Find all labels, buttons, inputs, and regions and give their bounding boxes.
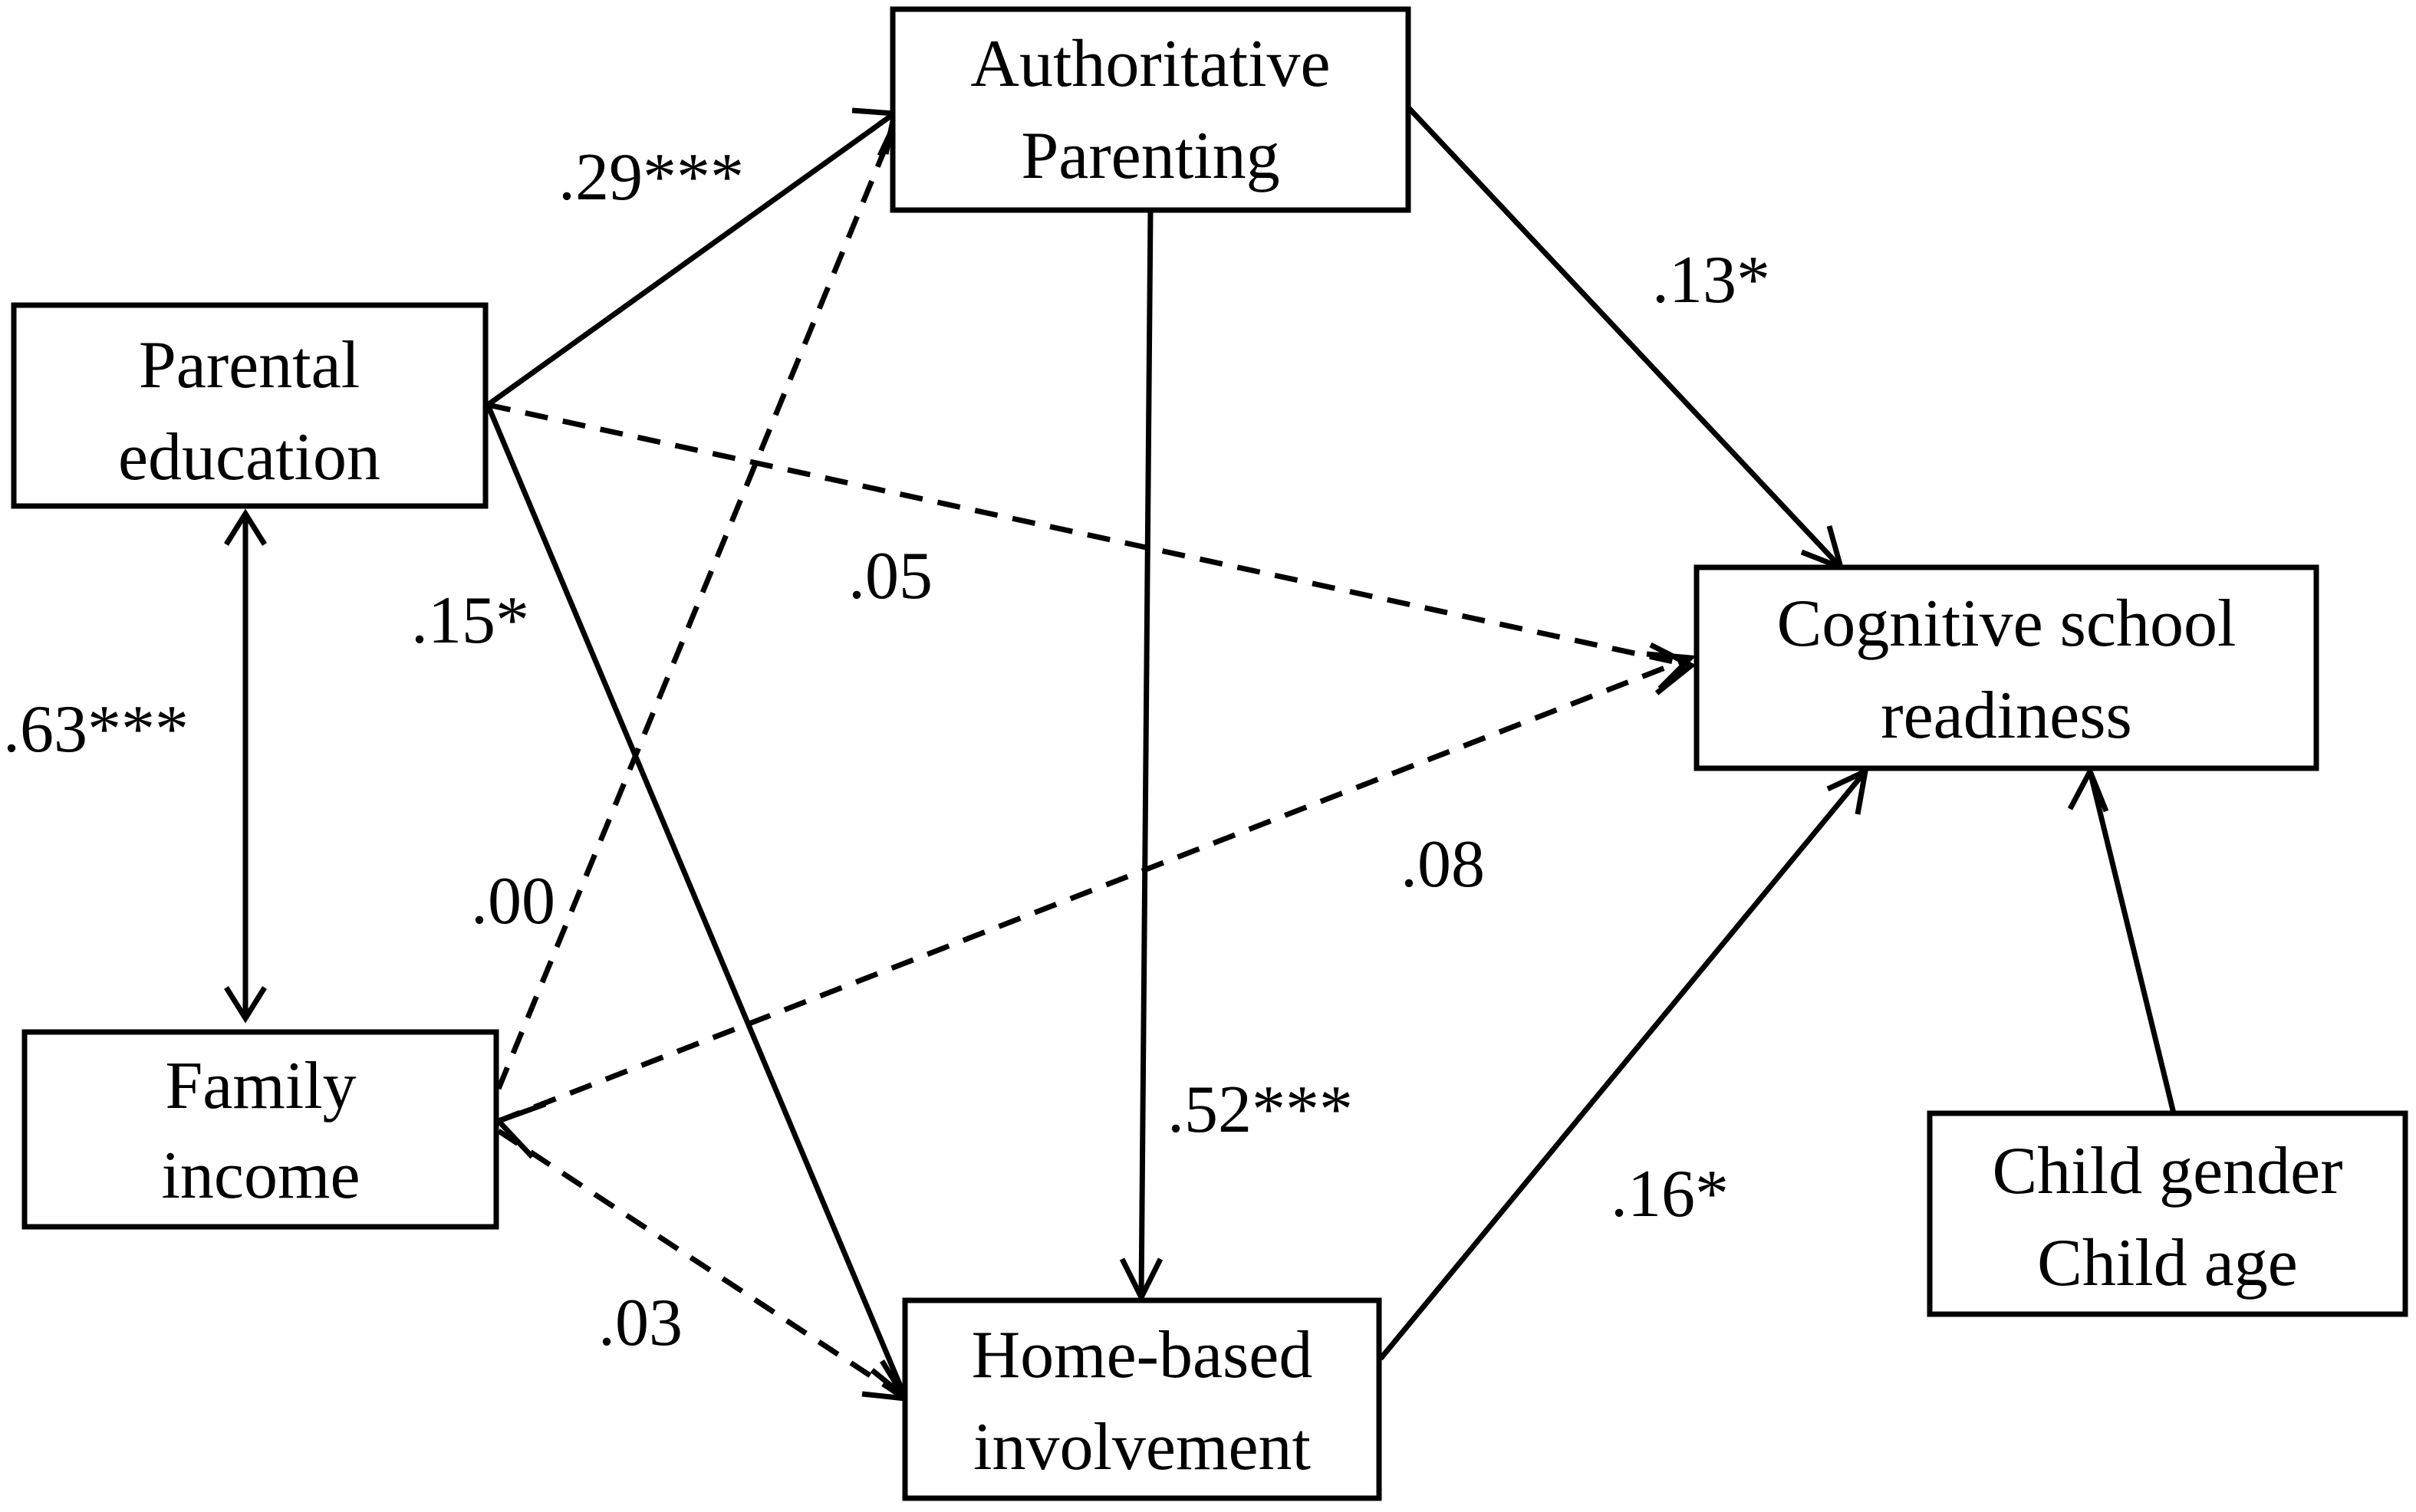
node-box [1927,1110,2408,1317]
node-label-line2: readiness [1881,679,2131,753]
node-label-line1: Family [165,1049,356,1123]
node-label-line1: Authoritative [970,27,1330,101]
node-label-line2: education [118,420,380,495]
node-label-line2: income [161,1139,360,1213]
node-family-income: Family income [21,1029,499,1230]
coef-ap-csr: .13* [1652,243,1770,317]
node-label-line1: Cognitive school [1777,587,2237,661]
arrowhead-csr-from-pe [1649,642,1697,695]
edge-fi-csr [497,655,1692,1124]
node-box [890,6,1411,213]
arrowhead-pe-from-fi [224,508,267,546]
coef-pe-csr: .05 [848,539,933,613]
node-authoritative-parenting: Authoritative Parenting [890,6,1411,213]
edge-cov-csr [2087,771,2177,1114]
coef-fi-hbi: .03 [598,1286,683,1360]
node-label-line2: Parenting [1021,119,1279,193]
node-label-line1: Parental [139,328,360,403]
coef-hbi-csr: .16* [1611,1157,1729,1231]
node-box [21,1029,499,1230]
edge-pe-hbi [485,403,908,1399]
node-box [11,302,489,509]
edge-fi-hbi [497,1129,907,1401]
edge-ap-csr [1406,105,1843,570]
coef-fi-csr: .08 [1401,827,1485,902]
arrowhead-csr-from-hbi [1826,766,1869,815]
arrowhead-csr-from-fi [1646,651,1697,691]
edge-pe-ap [486,111,897,407]
arrowhead-hbi-from-ap [1119,1257,1164,1303]
coef-pe-ap: .29*** [558,140,744,215]
edge-hbi-csr [1378,769,1868,1361]
coefficients: .29*** .05 .15* .63*** .00 .08 .03 .52**… [3,140,1770,1360]
coef-pe-fi: .63*** [3,692,189,767]
edge-pe-csr [487,402,1692,669]
arrowhead-fi-from-pe [224,986,267,1024]
node-cognitive-school-readiness: Cognitive school readiness [1694,564,2319,771]
node-label-line1: Home-based [972,1318,1313,1392]
coef-ap-hbi: .52*** [1167,1073,1353,1147]
edge-fi-ap [495,113,902,1090]
coef-pe-hbi: .15* [411,583,529,658]
node-label-line2: involvement [973,1410,1311,1484]
node-home-based-involvement: Home-based involvement [902,1297,1382,1501]
node-label-line2: Child age [2037,1226,2298,1300]
node-box [902,1297,1382,1501]
edges [242,105,2177,1401]
arrowhead-fi-from-csr [493,1101,547,1159]
node-box [1694,564,2319,771]
node-parental-education: Parental education [11,302,489,509]
edge-ap-hbi [1138,210,1154,1298]
node-label-line1: Child gender [1992,1134,2342,1208]
coef-fi-ap: .00 [471,864,555,938]
arrowhead-csr-from-cov [2067,764,2109,813]
arrowheads [224,107,2109,1402]
node-covariates: Child gender Child age [1927,1110,2408,1317]
